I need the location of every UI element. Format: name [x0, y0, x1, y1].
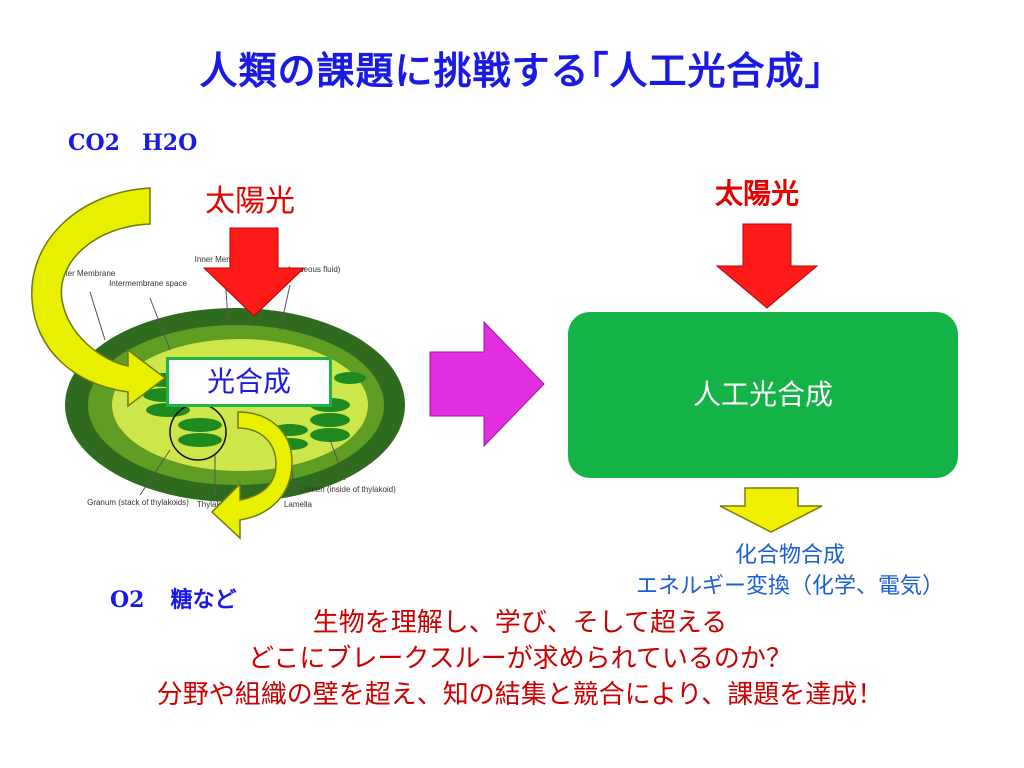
output-o2: O2 — [110, 587, 145, 613]
message-line-2: どこにブレークスルーが求められているのか？ — [248, 644, 792, 674]
output-down-arrow — [719, 487, 823, 533]
label-inner-membrane: Inner Membrane — [195, 255, 254, 264]
input-curved-arrow — [31, 187, 167, 408]
page-title: 人類の課題に挑戦する｢人工光合成｣ — [199, 49, 825, 93]
label-lamella: Lamella — [284, 500, 313, 509]
result-energy-conversion: エネルギー変換（化学、電気） — [635, 574, 944, 599]
artificial-photosynthesis-box: 人工光合成 — [568, 312, 958, 478]
result-compound-synthesis: 化合物合成 — [734, 543, 845, 568]
label-granum: Granum (stack of thylakoids) — [87, 498, 189, 507]
sunlight-label-right: 太陽光 — [715, 177, 800, 210]
message-line-3: 分野や組織の壁を超え、知の結集と競合により、課題を達成！ — [156, 680, 884, 710]
label-outer-membrane: Outer Membrane — [55, 269, 116, 278]
message-line-1: 生物を理解し、学び、そして超える — [312, 608, 728, 638]
input-substances: CO2 H2O — [68, 130, 198, 156]
transition-arrow — [429, 320, 545, 448]
sunlight-arrow-right — [715, 223, 819, 309]
output-substances: O2 糖など — [110, 582, 237, 614]
output-curved-arrow — [210, 411, 293, 540]
output-sugar: 糖など — [170, 588, 237, 613]
artificial-photosynthesis-results: 化合物合成 エネルギー変換（化学、電気） — [590, 540, 990, 602]
photosynthesis-label-box: 光合成 — [166, 357, 332, 407]
label-lumen: Lumen (inside of thylakoid) — [300, 485, 396, 494]
sunlight-label-left: 太陽光 — [205, 184, 295, 219]
label-intermembrane-space: Intermembrane space — [109, 279, 187, 288]
sunlight-arrow-left — [202, 227, 306, 317]
label-thylakoid: Thylakoid — [197, 500, 231, 509]
closing-message: 生物を理解し、学び、そして超える どこにブレークスルーが求められているのか？ 分… — [90, 605, 950, 713]
